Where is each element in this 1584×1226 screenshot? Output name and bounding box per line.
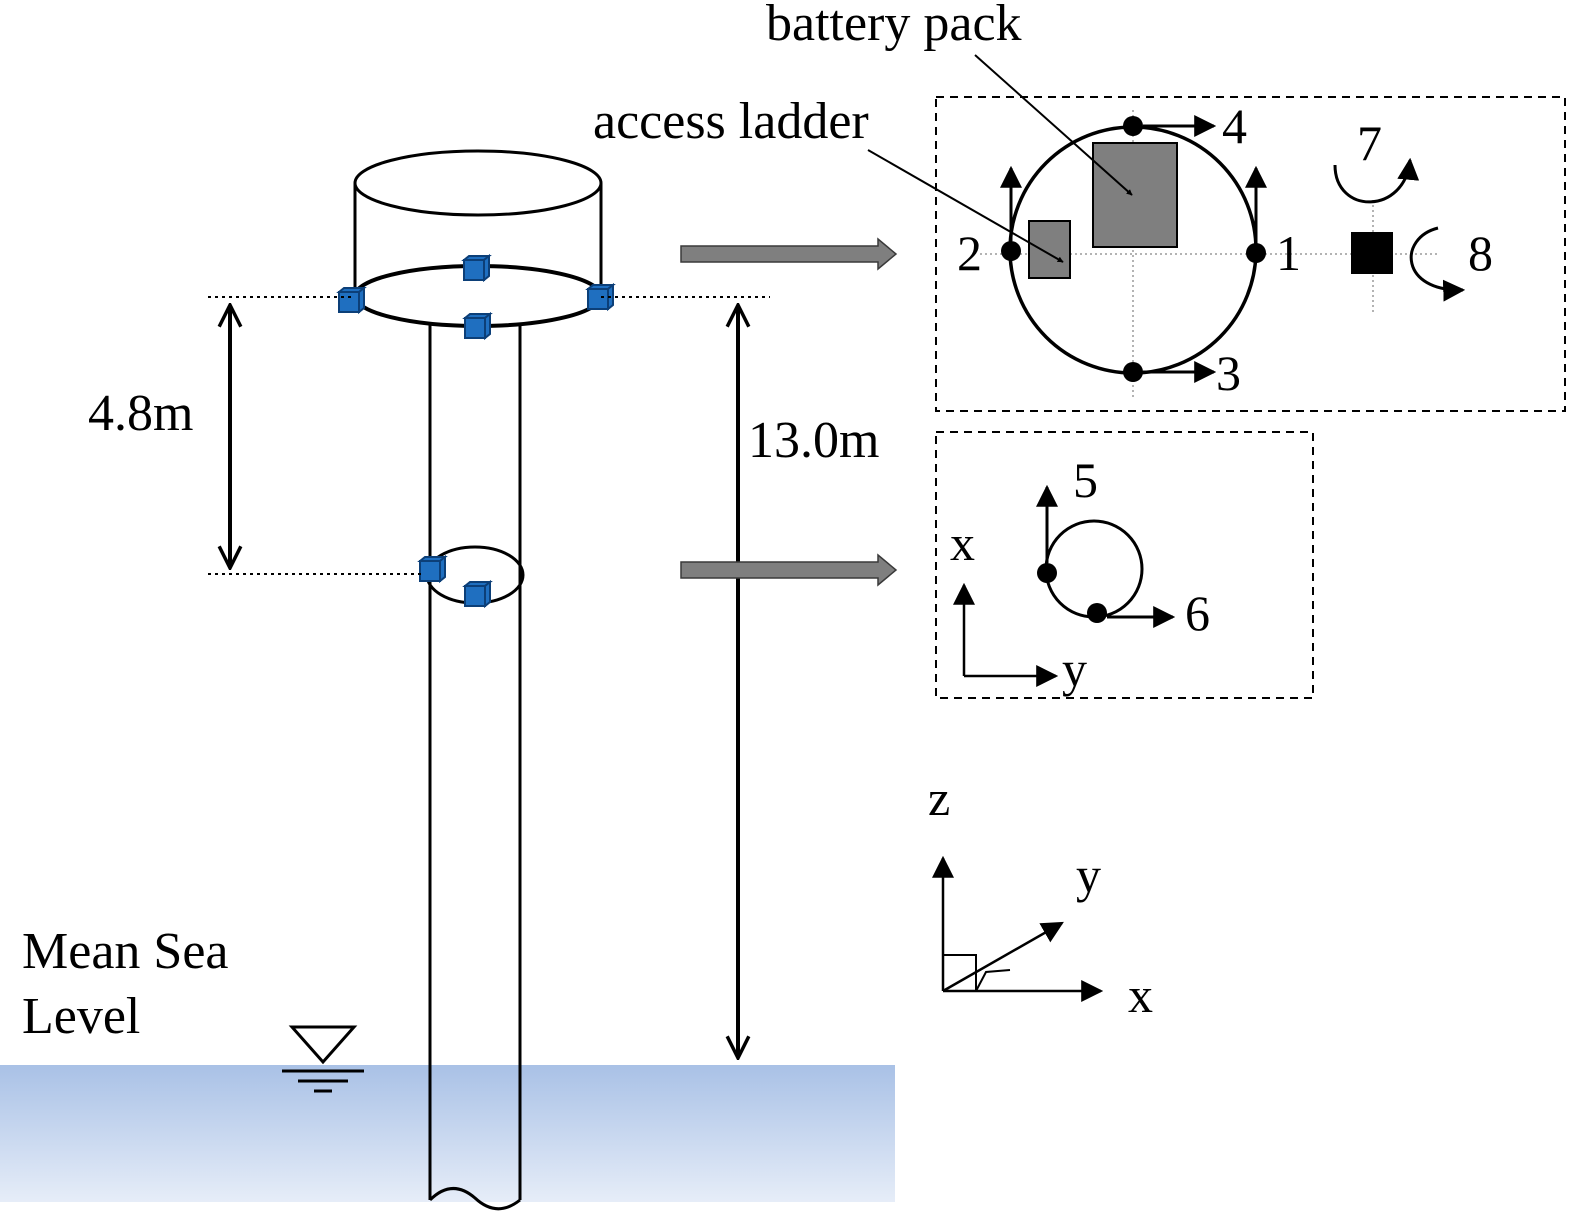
sensor-point-1 — [1246, 243, 1266, 263]
sensor-number-5: 5 — [1073, 452, 1098, 508]
access-ladder-label: access ladder — [593, 93, 869, 150]
sea-level-label-line2: Level — [22, 988, 140, 1045]
inset-axis-y-label: y — [1062, 641, 1087, 697]
sensor-number-7: 7 — [1357, 115, 1382, 171]
access-ladder-box — [1028, 220, 1071, 279]
global-axis-x-label: x — [1128, 967, 1153, 1023]
inset-axes — [953, 582, 1059, 687]
sensor-cube — [462, 579, 493, 609]
sensor-number-4: 4 — [1222, 98, 1247, 154]
rotation-arrow-8 — [1409, 226, 1466, 302]
sensor-point-4 — [1123, 116, 1143, 136]
tower-top-cylinder — [353, 149, 603, 328]
global-axes — [932, 855, 1104, 1002]
sensor-cube — [417, 554, 448, 584]
pointer-arrow-lower — [680, 553, 898, 587]
sensor-point-2 — [1001, 241, 1021, 261]
sensor-number-6: 6 — [1185, 585, 1210, 641]
sensor-point-6 — [1087, 603, 1107, 623]
inset-axis-x-label: x — [950, 515, 975, 571]
plan-sensor-points — [1001, 116, 1266, 382]
sensor-number-1: 1 — [1276, 225, 1301, 281]
lower-inset-panel — [935, 431, 1314, 699]
access-ladder-leader — [867, 149, 1064, 263]
sea-level-label-line1: Mean Sea — [22, 923, 228, 980]
sensor-number-2: 2 — [957, 225, 982, 281]
tower-pile — [428, 323, 522, 1211]
battery-pack-label: battery pack — [766, 0, 1022, 52]
plan-direction-arrows — [1000, 115, 1267, 383]
dimension-label-upper: 4.8m — [88, 385, 193, 442]
lower-ring-plan-circle — [1044, 519, 1144, 619]
battery-pack-leader — [974, 54, 1133, 196]
sensor-number-8: 8 — [1468, 225, 1493, 281]
sensor-number-3: 3 — [1216, 345, 1241, 401]
reference-lines — [208, 296, 770, 575]
blue-sensors — [336, 253, 616, 609]
sea-level-symbol — [282, 1025, 364, 1093]
sensor-cube — [462, 311, 493, 341]
sensor-cube — [336, 285, 367, 315]
upper-inset-panel — [935, 96, 1566, 412]
sea-water — [0, 1065, 895, 1202]
rotation-arrow-7 — [1333, 157, 1420, 204]
global-axis-z-label: z — [928, 770, 950, 826]
rotation-sensor-square — [1351, 232, 1393, 274]
global-axis-y-label: y — [1076, 847, 1101, 903]
sensor-cube — [461, 253, 492, 283]
dimension-label-total: 13.0m — [748, 412, 879, 469]
battery-pack-box — [1092, 142, 1178, 248]
sensor-point-3 — [1123, 362, 1143, 382]
pointer-arrow-upper — [680, 237, 898, 271]
sensor-point-5 — [1037, 563, 1057, 583]
